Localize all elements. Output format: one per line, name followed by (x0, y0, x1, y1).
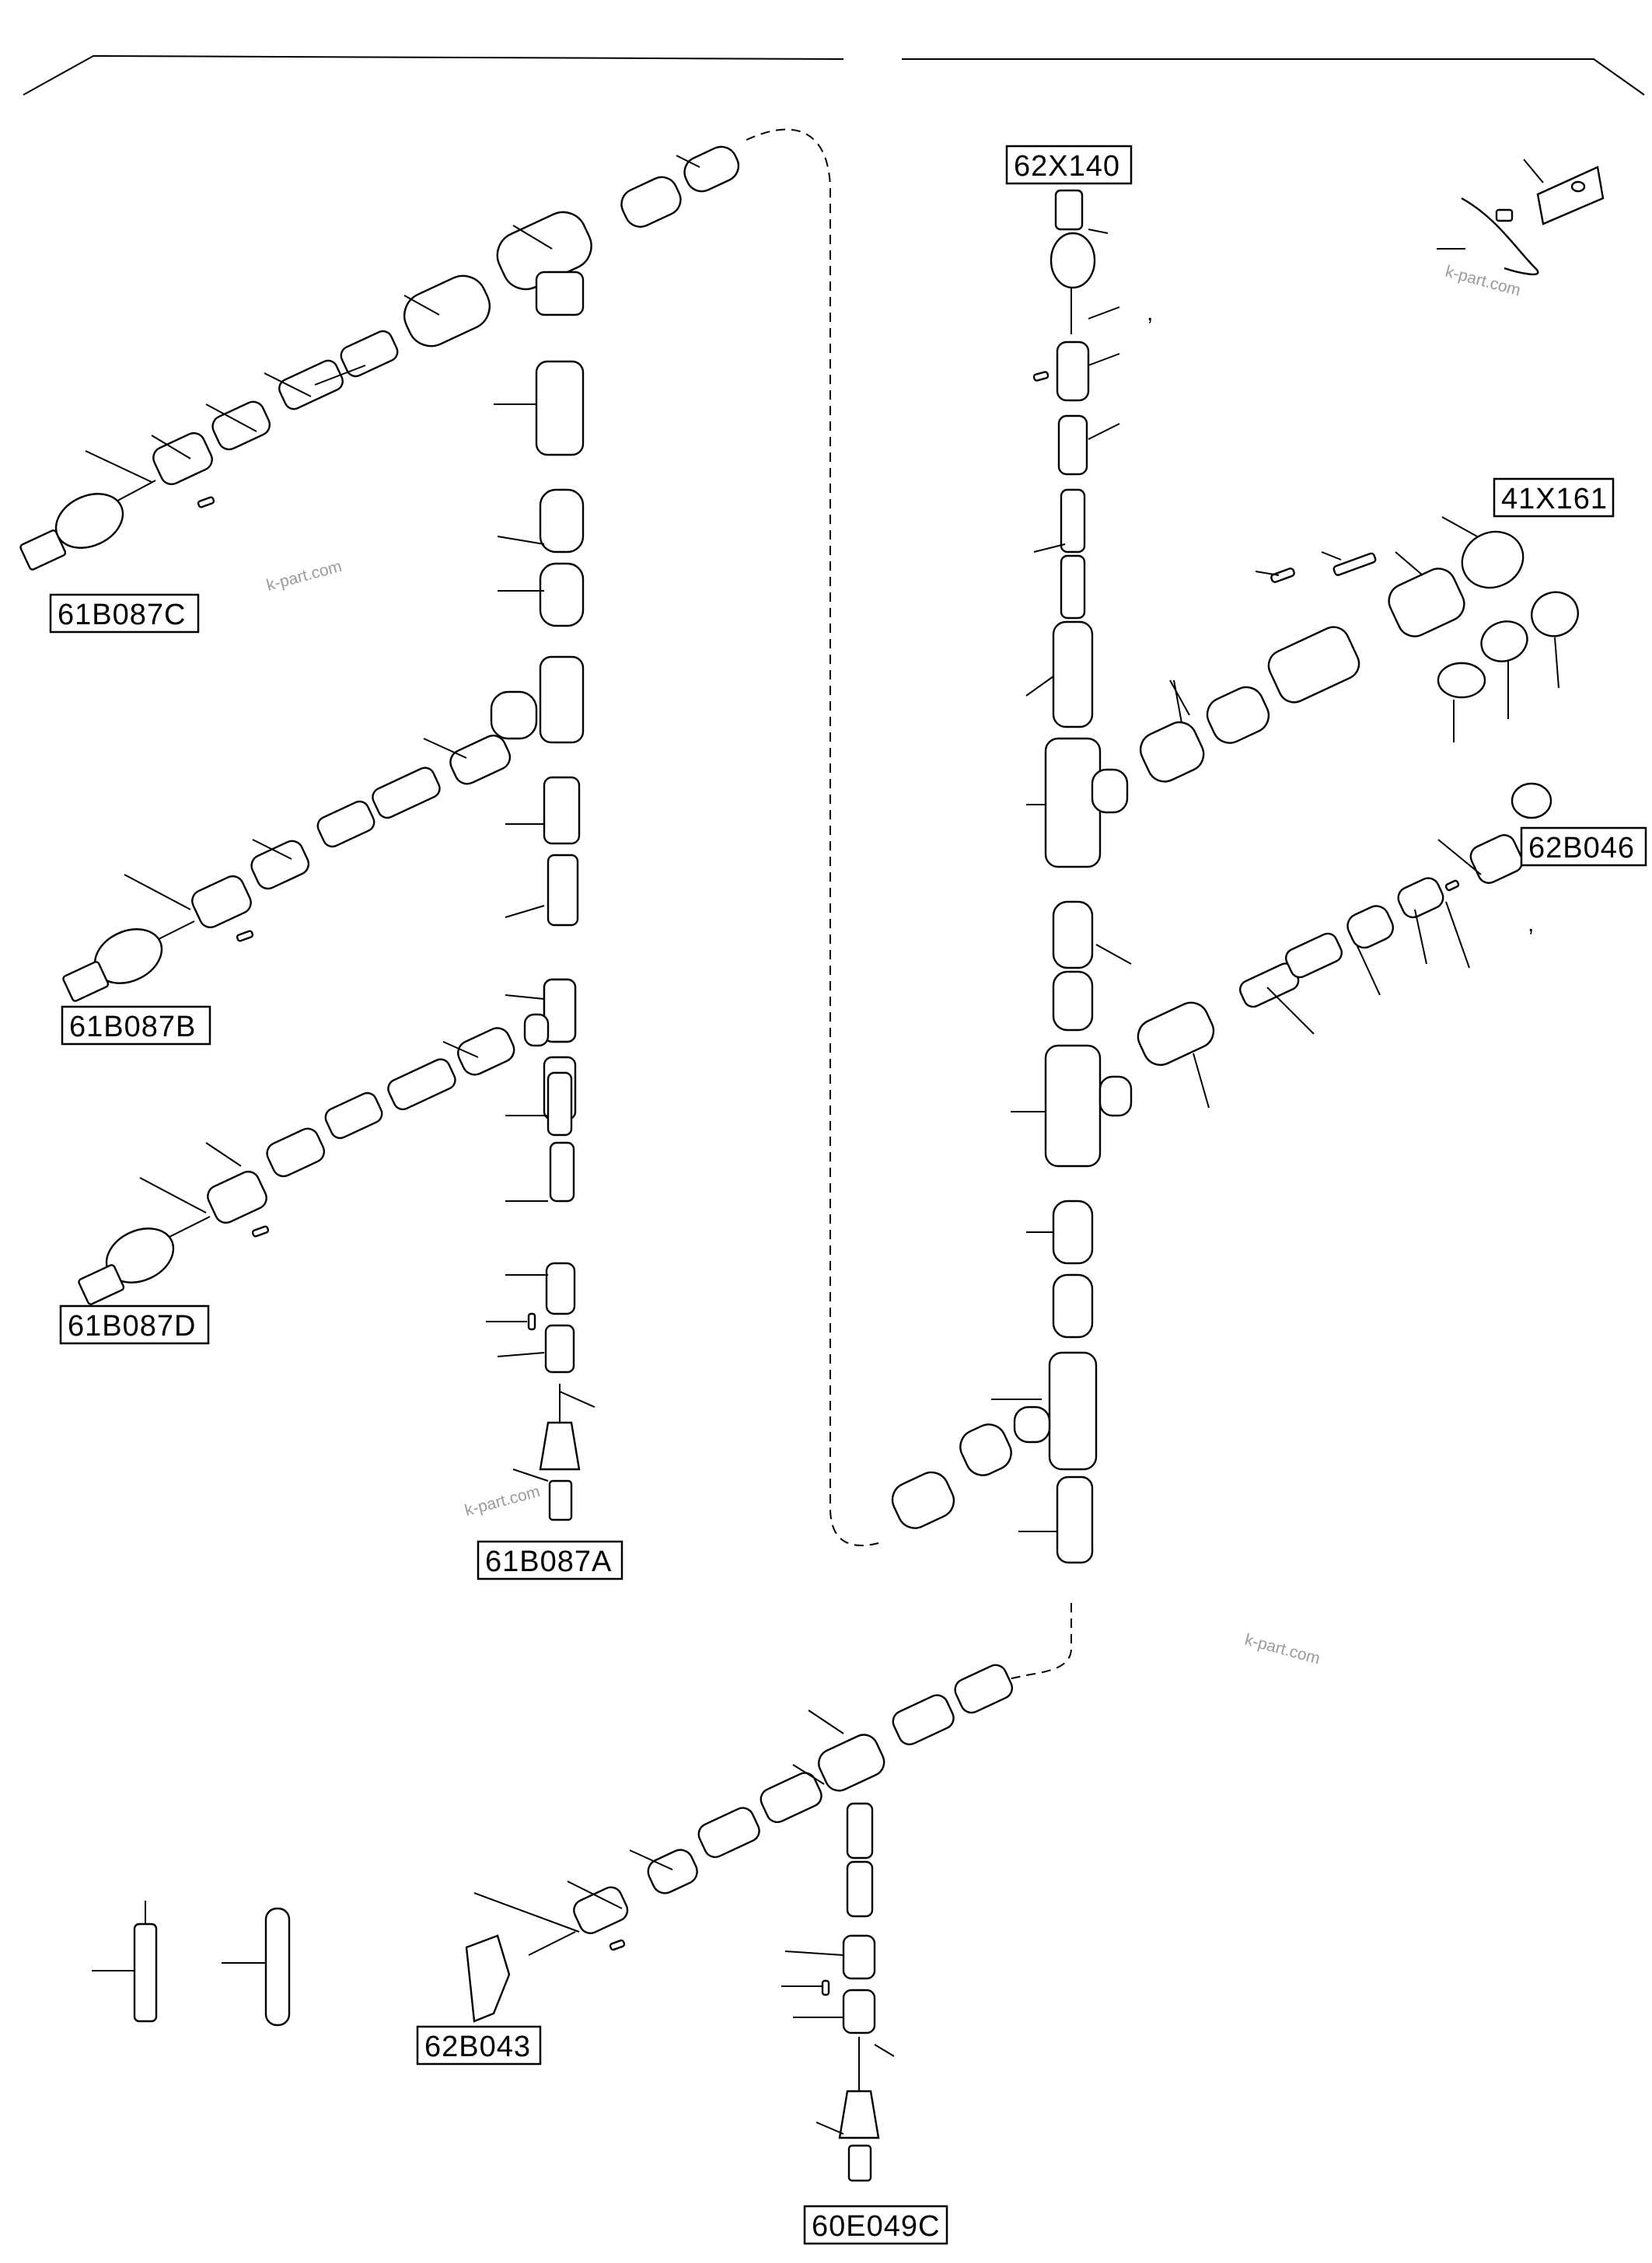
page-frame (23, 54, 1645, 96)
ref-label-61b087d[interactable]: 61B087D (59, 1304, 210, 1345)
left-harness-assembly (19, 145, 740, 1521)
svg-text:k-part.com: k-part.com (1243, 1631, 1322, 1668)
svg-text:41X161: 41X161 (1501, 483, 1608, 515)
ref-label-61b087b[interactable]: 61B087B (61, 1005, 211, 1046)
branch-61b087b-parts (62, 735, 512, 1002)
svg-text:61B087B: 61B087B (69, 1011, 196, 1043)
ref-label-60e049c[interactable]: 60E049C (803, 2205, 948, 2245)
ref-label-62b043[interactable]: 62B043 (416, 2025, 542, 2066)
ref-label-62x140[interactable]: 62X140 (1005, 145, 1133, 185)
ref-label-41x161[interactable]: 41X161 (1493, 477, 1615, 518)
ref-label-62b046[interactable]: 62B046 (1520, 826, 1647, 867)
ref-label-61b087a[interactable]: 61B087A (477, 1540, 623, 1580)
svg-text:k-part.com: k-part.com (264, 557, 344, 595)
bottom-harness-assembly (465, 1664, 1014, 2182)
svg-text:61B087D: 61B087D (68, 1310, 196, 1343)
branch-61b087d-parts (78, 1027, 515, 1305)
branch-62b046-parts (1011, 782, 1552, 1233)
comma-mark: , (1528, 911, 1534, 937)
tube-parts (92, 1901, 291, 2027)
svg-text:61B087C: 61B087C (58, 599, 186, 631)
svg-text:62B046: 62B046 (1528, 832, 1635, 864)
right-harness-assembly (891, 189, 1579, 1564)
branch-61b087c-parts (19, 145, 740, 571)
comma-mark: , (1147, 300, 1153, 326)
branch-41x161-parts (1026, 516, 1579, 868)
ref-label-61b087c[interactable]: 61B087C (49, 593, 200, 634)
svg-text:k-part.com: k-part.com (463, 1482, 542, 1520)
svg-text:61B087A: 61B087A (485, 1545, 612, 1578)
svg-text:60E049C: 60E049C (812, 2210, 940, 2243)
svg-text:62B043: 62B043 (424, 2031, 531, 2063)
left-trunk-parts (486, 360, 595, 1521)
lower-right-trunk-parts (891, 1200, 1098, 1564)
watermarks: k-part.com k-part.com k-part.com k-part.… (264, 263, 1522, 1668)
svg-text:62X140: 62X140 (1014, 150, 1120, 183)
routing-lines (746, 128, 1072, 1688)
cable-tie-parts (1437, 159, 1605, 276)
branch-62x140-parts (1025, 189, 1120, 728)
